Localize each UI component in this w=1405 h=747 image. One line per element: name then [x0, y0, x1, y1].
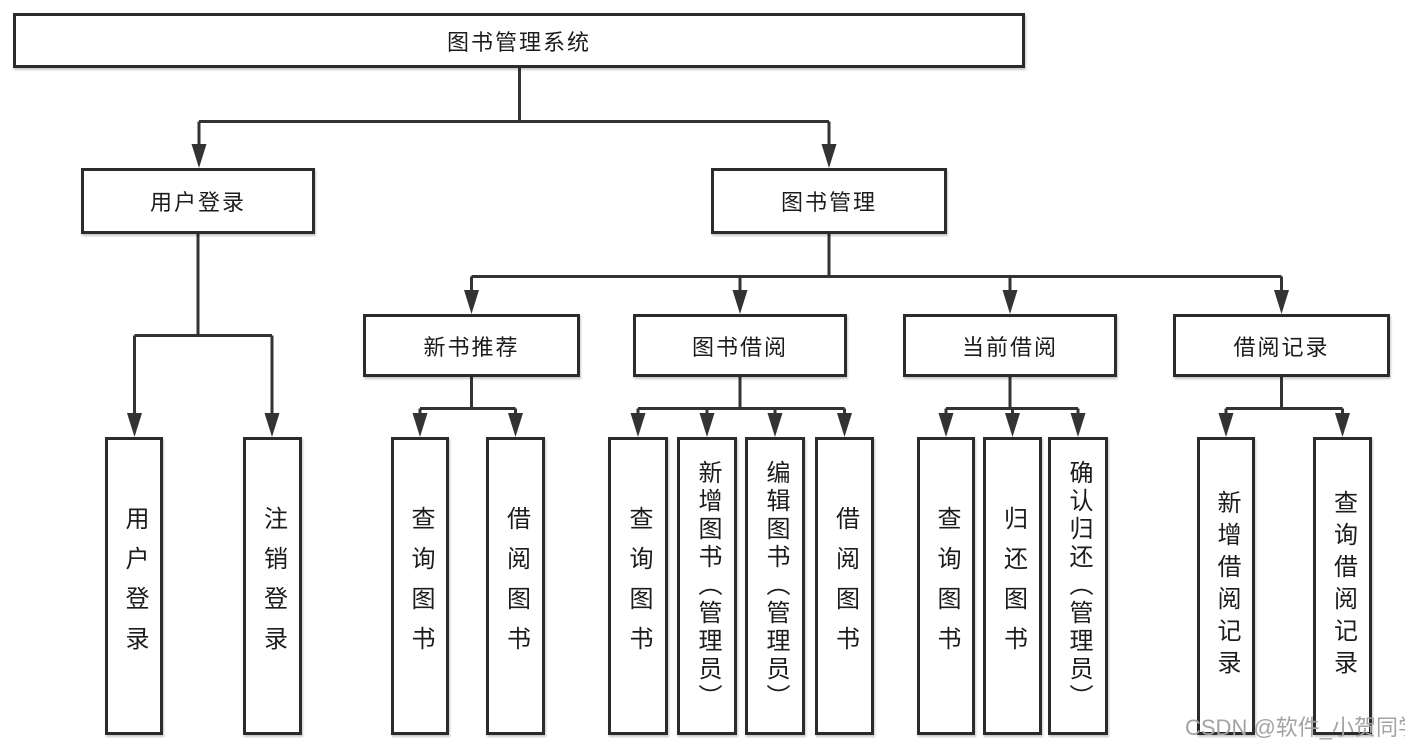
leaf-bb-add-book-admin: 新增图书（管理员） — [677, 437, 737, 735]
node-label: 确认归还（管理员） — [1065, 460, 1092, 712]
node-label: 查询图书 — [625, 506, 652, 666]
leaf-bb-query-book: 查询图书 — [608, 437, 668, 735]
node-book-borrow: 图书借阅 — [633, 314, 847, 377]
node-book-management: 图书管理 — [711, 168, 947, 234]
leaf-cb-query-book: 查询图书 — [917, 437, 975, 735]
node-label: 查询图书 — [933, 506, 960, 666]
leaf-cb-confirm-return-admin: 确认归还（管理员） — [1048, 437, 1108, 735]
leaf-cb-return-book: 归还图书 — [983, 437, 1042, 735]
node-label: 图书借阅 — [691, 334, 788, 360]
node-label: 当前借阅 — [961, 334, 1058, 360]
node-label: 图书管理 — [780, 190, 877, 215]
leaf-br-add-record: 新增借阅记录 — [1197, 437, 1255, 735]
node-label: 借阅记录 — [1233, 334, 1330, 360]
leaf-user-login: 用户登录 — [105, 437, 163, 735]
node-label: 注销登录 — [259, 506, 287, 666]
node-label: 新增图书（管理员） — [694, 460, 721, 712]
leaf-br-query-record: 查询借阅记录 — [1313, 437, 1372, 735]
node-label: 新书推荐 — [423, 334, 520, 360]
node-user-login: 用户登录 — [81, 168, 315, 234]
node-label: 编辑图书（管理员） — [762, 460, 789, 712]
node-new-book-recommend: 新书推荐 — [363, 314, 580, 377]
node-label: 借阅图书 — [502, 506, 530, 666]
node-label: 用户登录 — [121, 506, 148, 666]
node-label: 新增借阅记录 — [1213, 490, 1240, 682]
leaf-bb-borrow-book: 借阅图书 — [815, 437, 874, 735]
node-label: 用户登录 — [149, 190, 246, 215]
leaf-logout: 注销登录 — [243, 437, 302, 735]
node-label: 归还图书 — [999, 506, 1027, 666]
leaf-nb-borrow-book: 借阅图书 — [486, 437, 545, 735]
node-root: 图书管理系统 — [13, 13, 1025, 68]
node-current-borrow: 当前借阅 — [903, 314, 1117, 377]
watermark: CSDN @软件_小贺同学 — [1185, 715, 1405, 740]
node-label: 借阅图书 — [831, 506, 859, 666]
leaf-bb-edit-book-admin: 编辑图书（管理员） — [745, 437, 805, 735]
node-borrow-records: 借阅记录 — [1173, 314, 1390, 377]
node-label: 图书管理系统 — [446, 29, 591, 55]
node-label: 查询借阅记录 — [1329, 490, 1357, 682]
node-label: 查询图书 — [407, 506, 434, 666]
leaf-nb-query-book: 查询图书 — [391, 437, 449, 735]
